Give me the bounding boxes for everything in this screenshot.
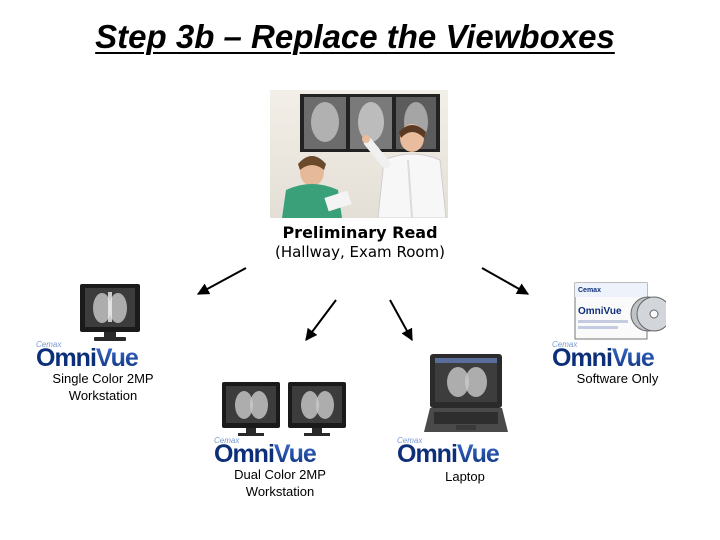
svg-text:OmniVue: OmniVue <box>36 344 139 370</box>
dual-workstation-caption: Dual Color 2MP Workstation <box>205 466 355 500</box>
svg-text:OmniVue: OmniVue <box>552 344 655 370</box>
arrow-to-dual <box>305 299 337 341</box>
omnivue-logo-dual: Cemax OmniVue <box>214 436 318 466</box>
single-caption-line1: Single Color 2MP <box>52 371 154 386</box>
slide-title: Step 3b – Replace the Viewboxes <box>95 18 615 55</box>
arrow-to-single <box>196 267 247 295</box>
single-workstation-caption: Single Color 2MP Workstation <box>28 370 178 404</box>
dual-monitor-icon <box>222 382 346 436</box>
svg-text:Cemax: Cemax <box>36 340 62 349</box>
laptop-icon <box>424 354 508 432</box>
omnivue-logo-software: Cemax OmniVue <box>552 340 656 370</box>
svg-text:OmniVue: OmniVue <box>397 440 500 466</box>
svg-text:Cemax: Cemax <box>214 436 240 445</box>
svg-text:Cemax: Cemax <box>397 436 423 445</box>
single-monitor-icon <box>80 284 140 341</box>
svg-text:Cemax: Cemax <box>552 340 578 349</box>
software-box-icon: Cemax OmniVue <box>574 282 666 340</box>
arrow-to-laptop <box>389 299 413 342</box>
dual-caption-line1: Dual Color 2MP <box>234 467 326 482</box>
arrow-to-software <box>481 267 530 295</box>
omnivue-logo-laptop: Cemax OmniVue <box>397 436 501 466</box>
software-only-caption: Software Only <box>576 371 659 386</box>
dual-caption-line2: Workstation <box>245 484 315 499</box>
svg-text:OmniVue: OmniVue <box>578 306 622 317</box>
svg-text:OmniVue: OmniVue <box>214 440 317 466</box>
svg-text:Cemax: Cemax <box>578 287 601 294</box>
laptop-caption: Laptop <box>445 469 485 484</box>
omnivue-logo-single: Cemax OmniVue <box>36 340 140 370</box>
photo-sublabel: (Hallway, Exam Room) <box>274 243 446 261</box>
xray-reading-photo <box>270 90 448 218</box>
single-caption-line2: Workstation <box>68 388 138 403</box>
photo-label: Preliminary Read <box>282 223 438 242</box>
